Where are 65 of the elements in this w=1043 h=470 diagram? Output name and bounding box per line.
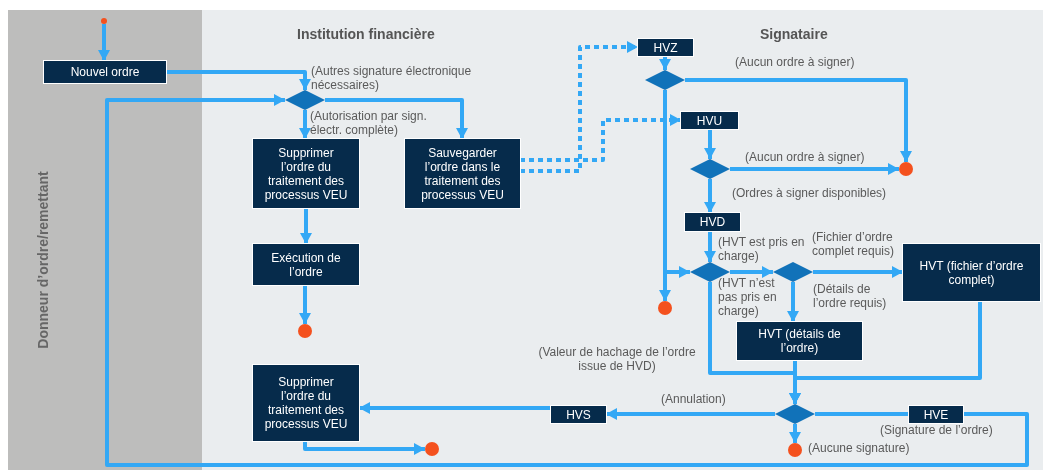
swimlane <box>8 10 202 470</box>
end-dot <box>298 324 312 338</box>
edge-label: (Autres signature électronique nécessaires) <box>311 64 473 92</box>
lane-title: Donneur d’ordre/remettant <box>35 171 51 349</box>
arrow <box>98 24 110 61</box>
end-dot <box>788 443 802 457</box>
process-box: HVS <box>551 406 606 423</box>
edge-label: (Détails de l’ordre requis) <box>813 282 888 310</box>
condition-label: (Signature de l’ordre) <box>880 423 994 437</box>
process-box: HVE <box>909 406 963 423</box>
edge-label: (Aucun ordre à signer) <box>745 150 866 164</box>
arrow <box>730 266 773 278</box>
arrow <box>166 70 311 90</box>
arrow <box>299 285 311 324</box>
process-box: HVZ <box>638 39 693 56</box>
arrow <box>520 41 638 173</box>
arrow <box>299 110 311 139</box>
arrow <box>685 78 912 162</box>
edge-label: (Ordres à signer disponibles) <box>732 186 888 200</box>
decision-diamond <box>775 404 815 424</box>
arrow <box>303 441 425 455</box>
arrow <box>520 114 681 162</box>
arrow <box>300 208 312 244</box>
arrow <box>105 94 1029 467</box>
edge-label: (HVT n’est pas pris en charge) <box>718 276 778 318</box>
process-box: Nouvel ordre <box>44 61 166 83</box>
arrow <box>606 408 775 420</box>
edge-label: (Aucun ordre à signer) <box>735 55 856 69</box>
end-dot <box>899 162 913 176</box>
arrow <box>704 129 716 159</box>
edge-label: (Aucune signature) <box>808 441 911 455</box>
arrow <box>789 301 982 404</box>
process-box: HVU <box>681 112 738 129</box>
process-box: HVT (fichier d’ordre complet) <box>903 244 1040 301</box>
arrow <box>813 266 903 278</box>
process-box: Exécution de l’ordre <box>253 244 359 285</box>
swimlane <box>202 10 1043 470</box>
arrow <box>704 179 716 213</box>
process-box: Supprimer l’ordre du traitement des processus VEU <box>253 139 359 208</box>
process-box: HVD <box>685 213 740 231</box>
arrow <box>659 56 671 70</box>
lane-title: Signataire <box>760 26 828 42</box>
decision-diamond <box>690 159 730 179</box>
process-box: HVT (détails de l’ordre) <box>737 322 862 360</box>
process-box: Sauvegarder l’ordre dans le traitement des processus VEU <box>405 139 520 208</box>
edge-label: (HVT est pris en charge) <box>718 235 806 263</box>
arrow <box>359 402 551 414</box>
lane-title: Institution financière <box>297 26 435 42</box>
arrow <box>789 424 801 443</box>
note-label: (Valeur de hachage de l’ordre issue de HVD) <box>537 345 697 373</box>
arrow <box>704 231 716 262</box>
edge-label: (Autorisation par sign. électr. complète) <box>310 109 428 137</box>
arrow <box>730 163 899 175</box>
arrow <box>325 98 468 139</box>
edge-label: (Annulation) <box>661 392 727 406</box>
start-dot <box>101 18 107 24</box>
decision-diamond <box>773 262 813 282</box>
arrow <box>787 282 799 322</box>
end-dot <box>658 301 672 315</box>
end-dot <box>425 442 439 456</box>
decision-diamond <box>645 70 685 90</box>
process-box: Supprimer l’ordre du traitement des processus VEU <box>253 365 359 441</box>
edge-label: (Fichier d’ordre complet requis) <box>812 230 896 258</box>
connector-line <box>815 412 909 416</box>
decision-diamond <box>285 90 325 110</box>
